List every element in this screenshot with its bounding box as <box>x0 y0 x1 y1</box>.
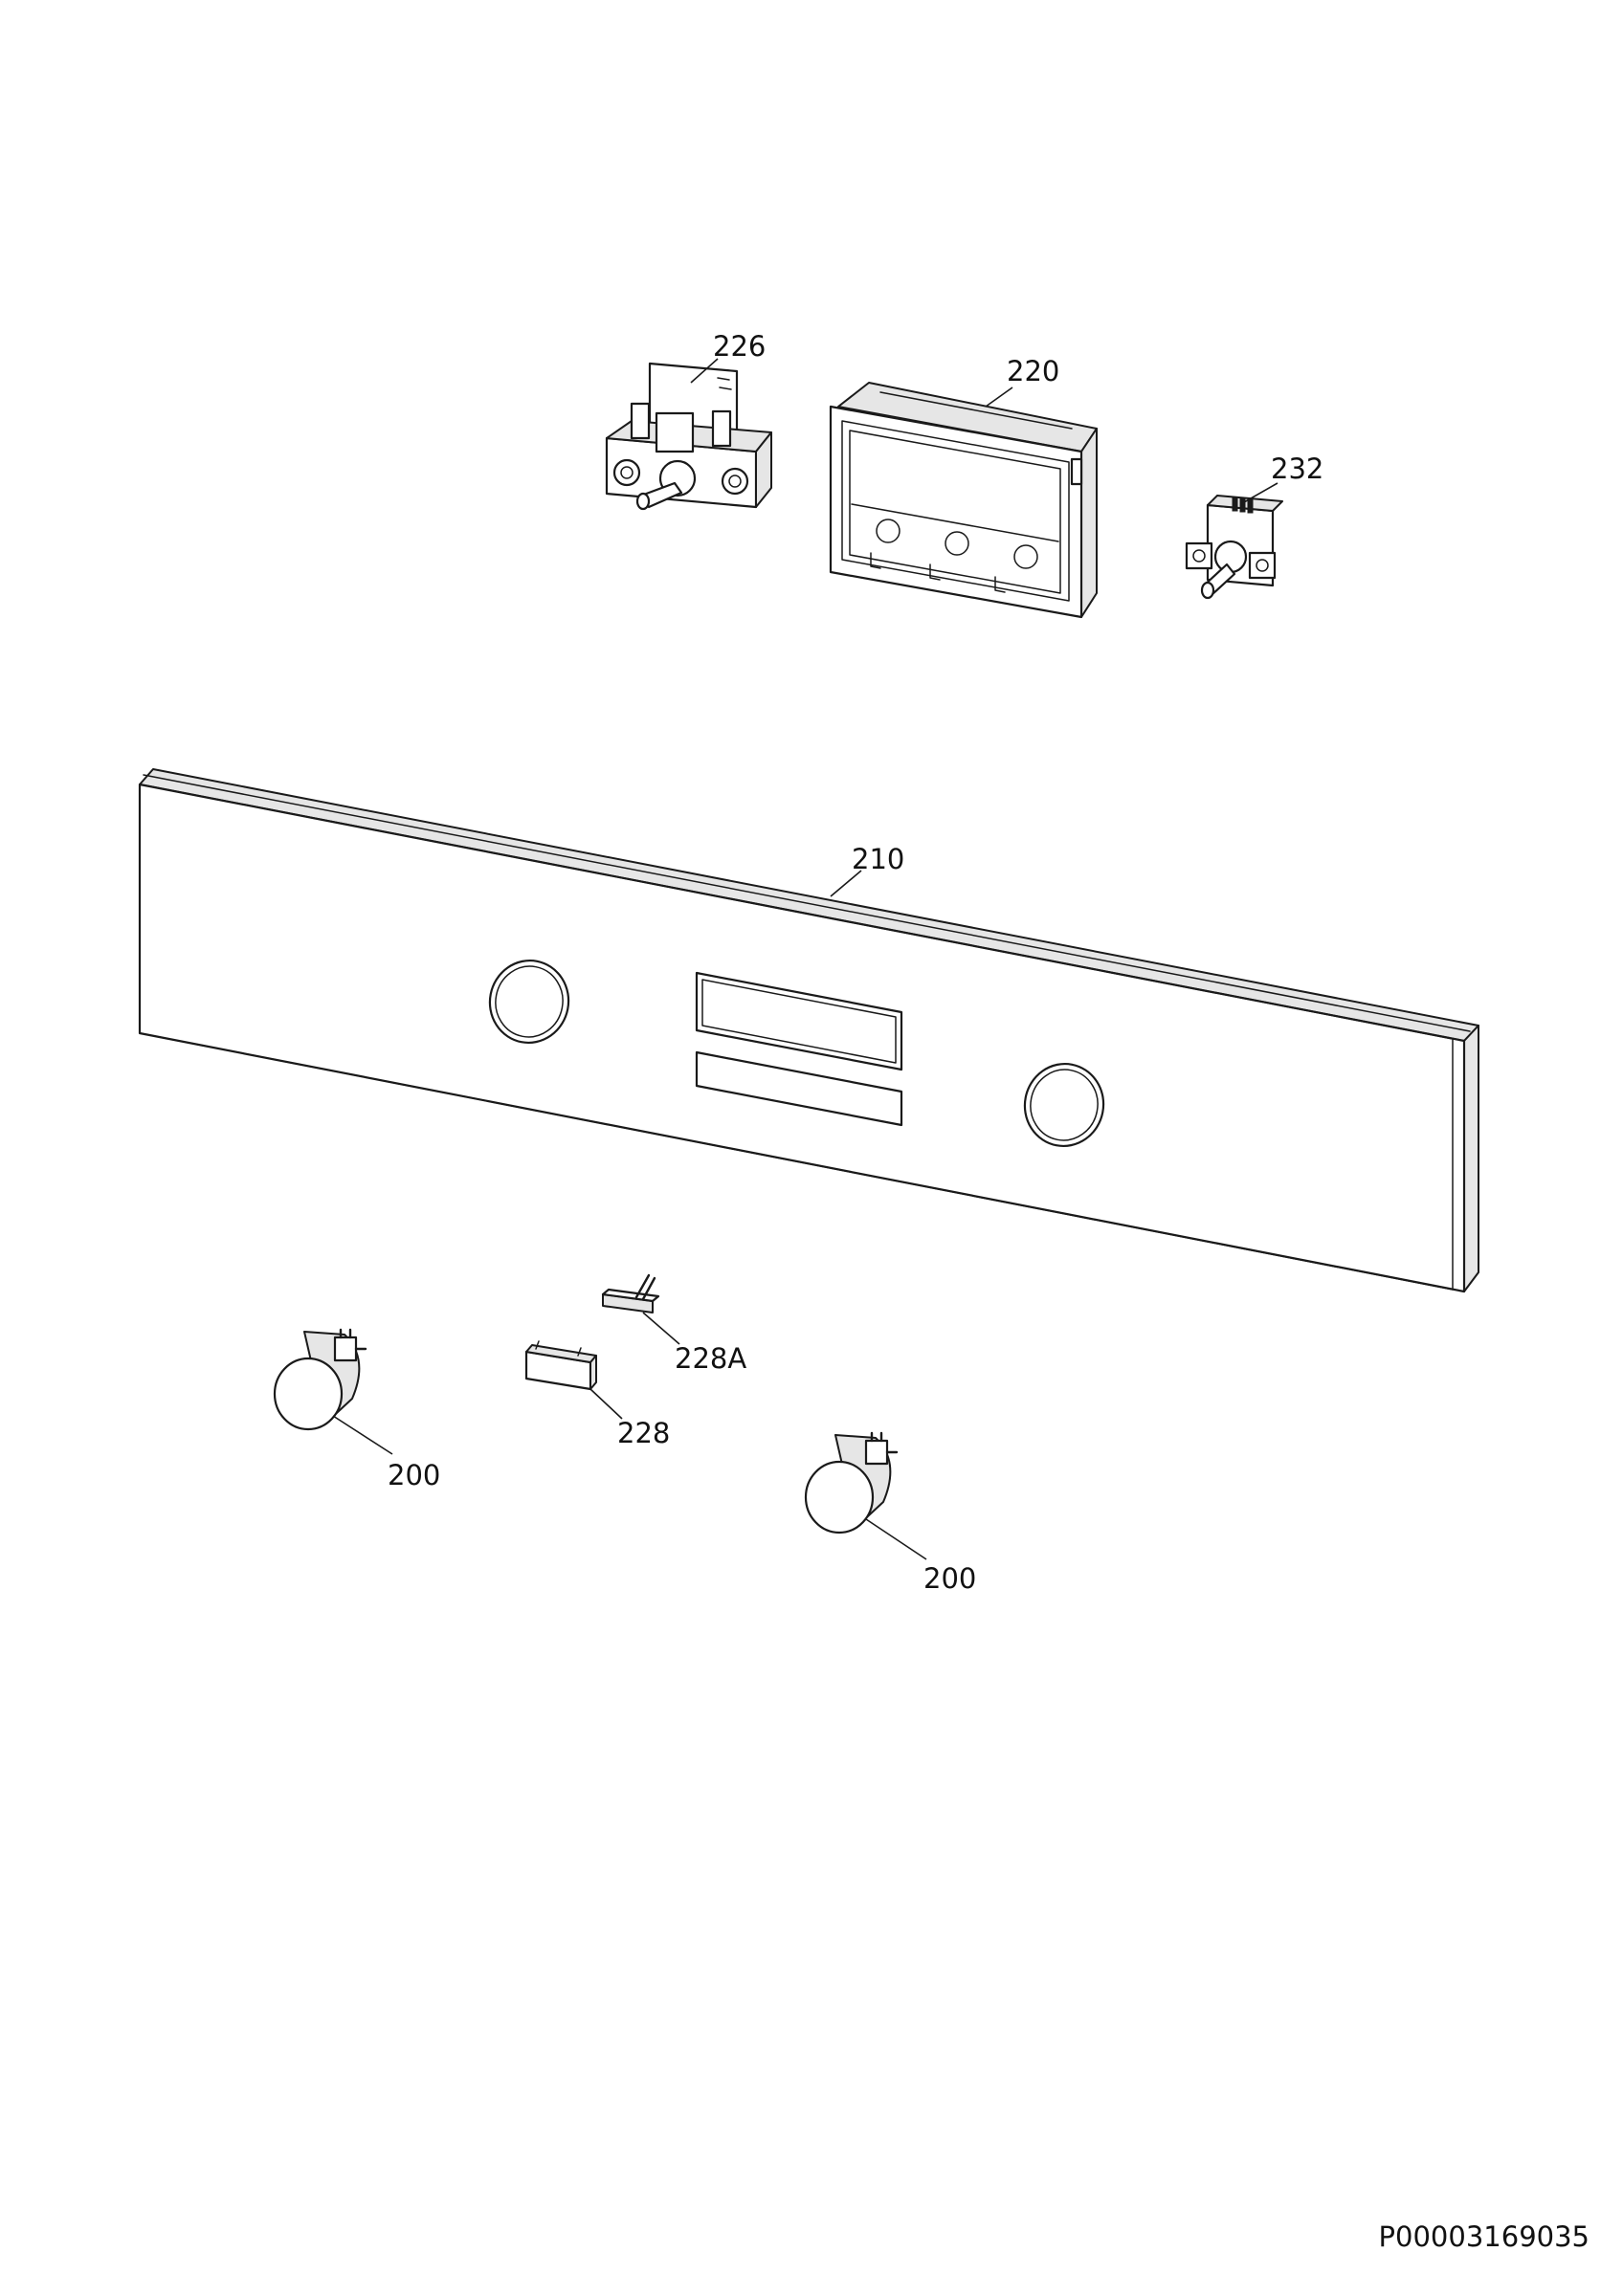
leader-226 <box>690 358 719 384</box>
part-220-display-module-housing[interactable] <box>829 382 1098 619</box>
leader-210 <box>830 870 862 897</box>
part-232-thermostat[interactable] <box>1185 495 1283 600</box>
label-226: 226 <box>713 330 766 363</box>
leader-228 <box>589 1388 623 1420</box>
leader-232 <box>1243 482 1278 503</box>
label-210: 210 <box>852 843 904 875</box>
leader-220 <box>985 386 1013 408</box>
drawing-number: P00003169035 <box>1379 2220 1590 2253</box>
part-226-selector-switch[interactable] <box>605 362 772 511</box>
part-228-push-button[interactable] <box>524 1340 597 1391</box>
label-232: 232 <box>1271 453 1323 485</box>
label-200-right: 200 <box>923 1562 976 1595</box>
part-228A-push-rod[interactable] <box>601 1273 660 1314</box>
label-228A: 228A <box>675 1342 746 1375</box>
leader-200-right <box>865 1518 927 1560</box>
label-228: 228 <box>617 1417 670 1449</box>
part-210-control-panel[interactable] <box>138 768 1479 1293</box>
leader-200-left <box>332 1415 393 1455</box>
part-200-knob-right[interactable] <box>804 1431 899 1534</box>
part-200-knob-left[interactable] <box>273 1328 367 1431</box>
label-220: 220 <box>1007 355 1059 387</box>
label-200-left: 200 <box>388 1459 440 1491</box>
leader-228A <box>642 1312 680 1345</box>
